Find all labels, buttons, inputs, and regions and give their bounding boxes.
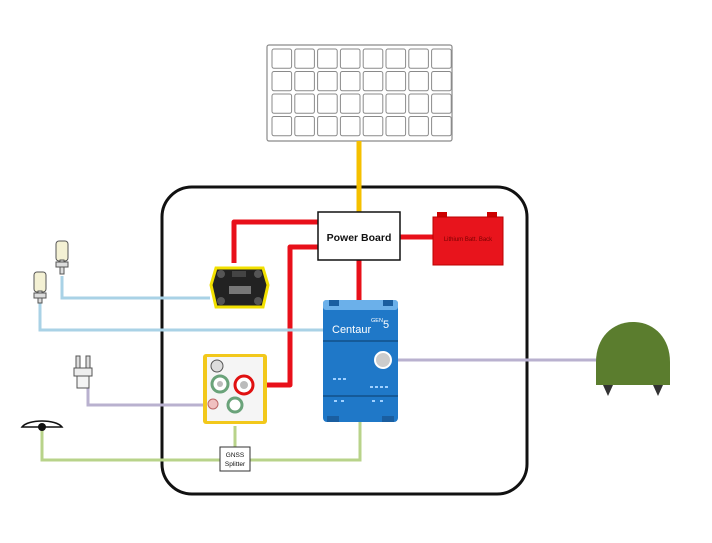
status-led [334,400,337,402]
connector-icon [210,359,224,373]
battery: Lithium Batt. Back [432,212,504,266]
solar-cell [385,93,407,114]
solar-cell [362,116,384,137]
status-led [338,378,341,380]
gnss-splitter: GNSS Splitter [219,446,251,472]
solar-panel [266,44,453,142]
battery-label: Lithium Batt. Back [444,237,493,243]
status-led [375,386,378,388]
solar-cell [271,48,293,69]
solar-cell [339,48,361,69]
solar-cell [339,93,361,114]
status-led [385,386,388,388]
sensor-probe-1 [55,240,69,275]
status-led [380,400,383,402]
rain-gauge-probe [73,355,93,389]
solar-cell [362,93,384,114]
solar-cell [431,48,452,69]
solar-cell [385,116,407,137]
solar-cell [294,116,315,137]
solar-cell [294,93,315,114]
solar-cell [339,71,361,92]
solar-cell [431,71,452,92]
solar-cell [385,48,407,69]
centaur-gen: GEN [371,318,383,324]
solar-cell [271,93,293,114]
status-led [372,400,375,402]
solar-cell [408,93,429,114]
solar-cell [408,116,429,137]
gnss-antenna [20,420,64,431]
gnss-splitter-line1: GNSS [226,452,245,459]
power-board-label: Power Board [327,232,392,244]
solar-cell [317,48,338,69]
status-led [333,378,336,380]
gnss-splitter-line2: Splitter [225,461,246,468]
das-unit [203,354,267,424]
power-board: Power Board [317,211,401,261]
sensor-wire [86,388,205,407]
power-wires [231,219,434,388]
solar-cell [317,71,338,92]
status-led [343,378,346,380]
data-wires [38,276,325,332]
centaur-digitizer: Centaur GEN 5 [323,300,398,422]
charge-controller [209,266,270,309]
solar-cell [339,116,361,137]
solar-cell [271,116,293,137]
solar-cell [294,71,315,92]
solar-cell [408,71,429,92]
enclosure [160,185,529,496]
solar-cell [385,71,407,92]
solar-cell [362,48,384,69]
centaur-gen-num: 5 [383,319,389,331]
centaur-brand: Centaur [332,324,371,336]
status-led [370,386,373,388]
status-led [341,400,344,402]
solar-cell [362,71,384,92]
solar-cell [294,48,315,69]
sensor-probe-2 [33,271,47,304]
solar-cell [408,48,429,69]
solar-cell [271,71,293,92]
solar-cell [431,116,452,137]
solar-cell [317,93,338,114]
solar-cell [431,93,452,114]
seismometer [596,322,670,396]
solar-cell [317,116,338,137]
sensor-port [374,351,392,369]
gnss-wire [40,422,362,462]
status-led [380,386,383,388]
